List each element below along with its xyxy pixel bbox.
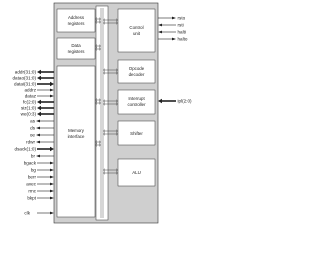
interrupt-controller-label-2: controller (127, 102, 146, 107)
pin-label-datai: datai(31:0) (14, 82, 36, 87)
pin-label-as: as (30, 119, 36, 124)
opcode-decoder-label-2: decoder (129, 72, 145, 77)
pin-label-dataz: dataz (25, 94, 37, 99)
pin-label-addrz: addrz (25, 88, 37, 93)
interrupt-controller-label-1: Interrupt (128, 96, 145, 101)
pin-label-berr: berr (28, 175, 37, 180)
pin-label-rsti: rsti (178, 23, 184, 28)
left-pin-labels: addr(31:0) datao(31:0) datai(31:0) addrz… (13, 70, 37, 201)
pin-label-rsto: rsto (178, 16, 186, 21)
alu-label: ALU (132, 170, 141, 175)
clk-signal (37, 211, 54, 215)
data-registers-block (56, 37, 96, 60)
pin-label-dsack: dsack(1:0) (15, 147, 37, 152)
internal-bus (95, 5, 109, 221)
diagram-canvas: Address registers Data registers Memory … (13, 2, 193, 224)
pin-label-bkpt: bkpt (27, 196, 36, 201)
bus-connectors (95, 17, 118, 175)
right-pin-signals (158, 16, 176, 104)
pin-label-halti: halti (178, 30, 186, 35)
opcode-decoder-label-1: Opcode (129, 66, 145, 71)
pin-label-bg: bg (31, 168, 37, 173)
address-registers-label-2: registers (68, 21, 86, 26)
interrupt-controller-block (117, 89, 156, 115)
pin-label-ds: ds (30, 126, 36, 131)
memory-interface-label-2: interface (68, 134, 85, 139)
memory-interface-block (56, 65, 96, 218)
processor-block-diagram: Address registers Data registers Memory … (13, 2, 193, 224)
pin-label-avec: avec (26, 182, 36, 187)
pin-label-addr: addr(31:0) (15, 70, 37, 75)
pin-label-rdwr: rdwr (26, 140, 35, 145)
data-registers-label-2: registers (68, 49, 86, 54)
control-unit-block (117, 8, 156, 53)
pin-label-clk: clk (24, 211, 30, 216)
opcode-decoder-block (117, 59, 156, 84)
pin-label-br: br (31, 154, 36, 159)
shifter-block (117, 120, 156, 146)
pin-label-oe: oe (30, 133, 36, 138)
right-pin-labels: rsto rsti halti halto ipl(2:0) (178, 16, 193, 104)
shifter-label: Shifter (130, 131, 143, 136)
pin-label-ipl: ipl(2:0) (178, 99, 193, 104)
left-pin-signals (36, 69, 54, 200)
pin-label-we: we(0:3) (21, 112, 37, 117)
pin-label-datao: datao(31:0) (13, 76, 37, 81)
alu-block (117, 158, 156, 187)
control-unit-label-1: Control (129, 25, 143, 30)
address-registers-block (56, 8, 96, 33)
data-registers-label-1: Data (71, 43, 81, 48)
pin-label-halto: halto (178, 37, 188, 42)
pin-label-rmc: rmc (28, 189, 36, 194)
pin-label-bgack: bgack (24, 161, 37, 166)
control-unit-label-2: unit (133, 31, 141, 36)
pin-label-siz: siz(1:0) (21, 106, 37, 111)
pin-label-fc: fc(2:0) (23, 100, 36, 105)
memory-interface-label-1: Memory (68, 128, 85, 133)
address-registers-label-1: Address (68, 15, 85, 20)
